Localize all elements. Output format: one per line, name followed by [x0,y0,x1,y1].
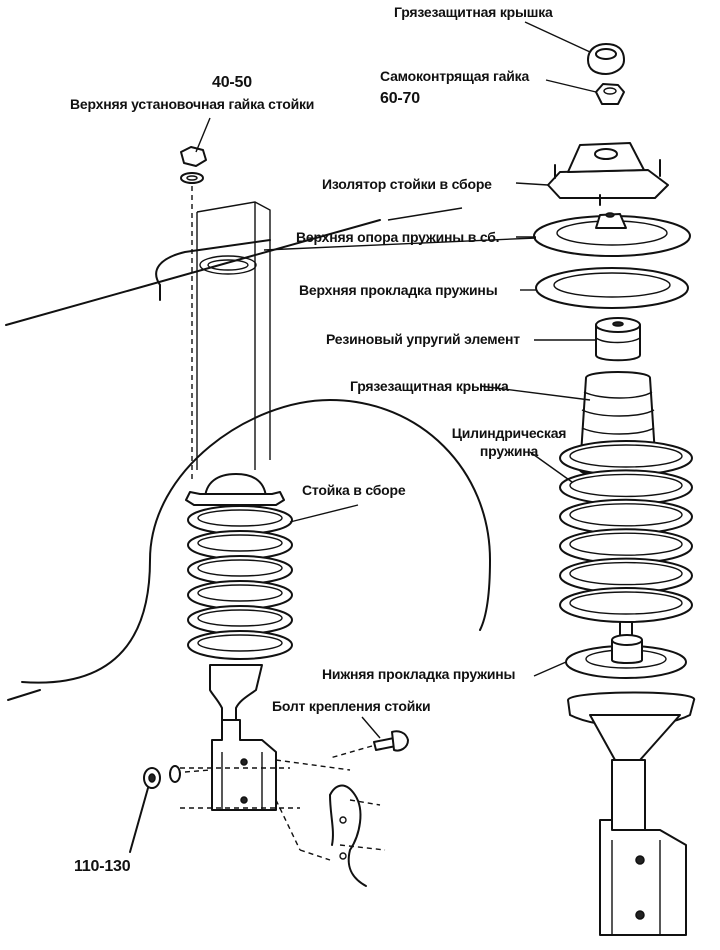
top-mount-nut-part [180,146,207,184]
leader-lines [129,21,597,853]
left-spring-coil-inner [197,584,283,602]
label-bolt-torque: 110-130 [74,858,131,875]
strut-nut-part [143,765,211,789]
strut-assembly-left [185,473,293,811]
label-strut-insulator: Изолятор стойки в сборе [322,176,492,192]
steering-knuckle-outline [180,759,386,887]
left-spring-coil-inner [197,534,283,552]
label-dust-boot: Грязезащитная крышка [350,378,509,394]
label-strut-bolt: Болт крепления стойки [272,698,431,714]
right-spring-coil-inner [569,591,683,615]
label-coil-spring: Цилиндрическая пружина [451,425,567,459]
body-panel-outline [5,219,491,701]
dust-cap-top-part [587,43,625,75]
upper-spring-seat-part [533,212,691,257]
strut-insulator-part [547,142,669,206]
label-lock-nut-torque: 60-70 [380,90,420,107]
coil-spring-right-part [559,440,693,641]
left-spring-coil-inner [197,509,283,527]
lock-nut-part [595,83,625,105]
strut-body-right-part [567,691,696,936]
upper-spring-pad-part [535,267,689,309]
strut-tower-outline [191,186,271,480]
lower-spring-pad-part [565,634,687,679]
label-upper-spring-pad: Верхняя прокладка пружины [299,282,498,298]
right-spring-coil-inner [569,444,683,468]
right-spring-coil-inner [569,503,683,527]
label-upper-spring-seat: Верхняя опора пружины в сб. [296,229,500,245]
right-spring-coil-inner [569,561,683,586]
label-strut-assembly: Стойка в сборе [302,482,406,498]
label-lower-spring-pad: Нижняя прокладка пружины [322,666,516,682]
label-dust-cap-top: Грязезащитная крышка [394,4,553,20]
left-spring-coil-inner [197,609,283,627]
right-spring-coil-inner [569,532,683,556]
label-bump-stop: Резиновый упругий элемент [326,331,520,347]
label-lock-nut: Самоконтрящая гайка [380,68,530,84]
left-spring-coil-inner [197,634,283,652]
bump-stop-part [595,317,641,362]
label-top-mount-nut-torque: 40-50 [212,74,252,91]
label-top-mount-nut: Верхняя установочная гайка стойки [70,96,315,112]
strut-bolt-part [329,730,409,759]
right-spring-coil-inner [569,473,683,498]
left-spring-coil-inner [197,559,283,577]
